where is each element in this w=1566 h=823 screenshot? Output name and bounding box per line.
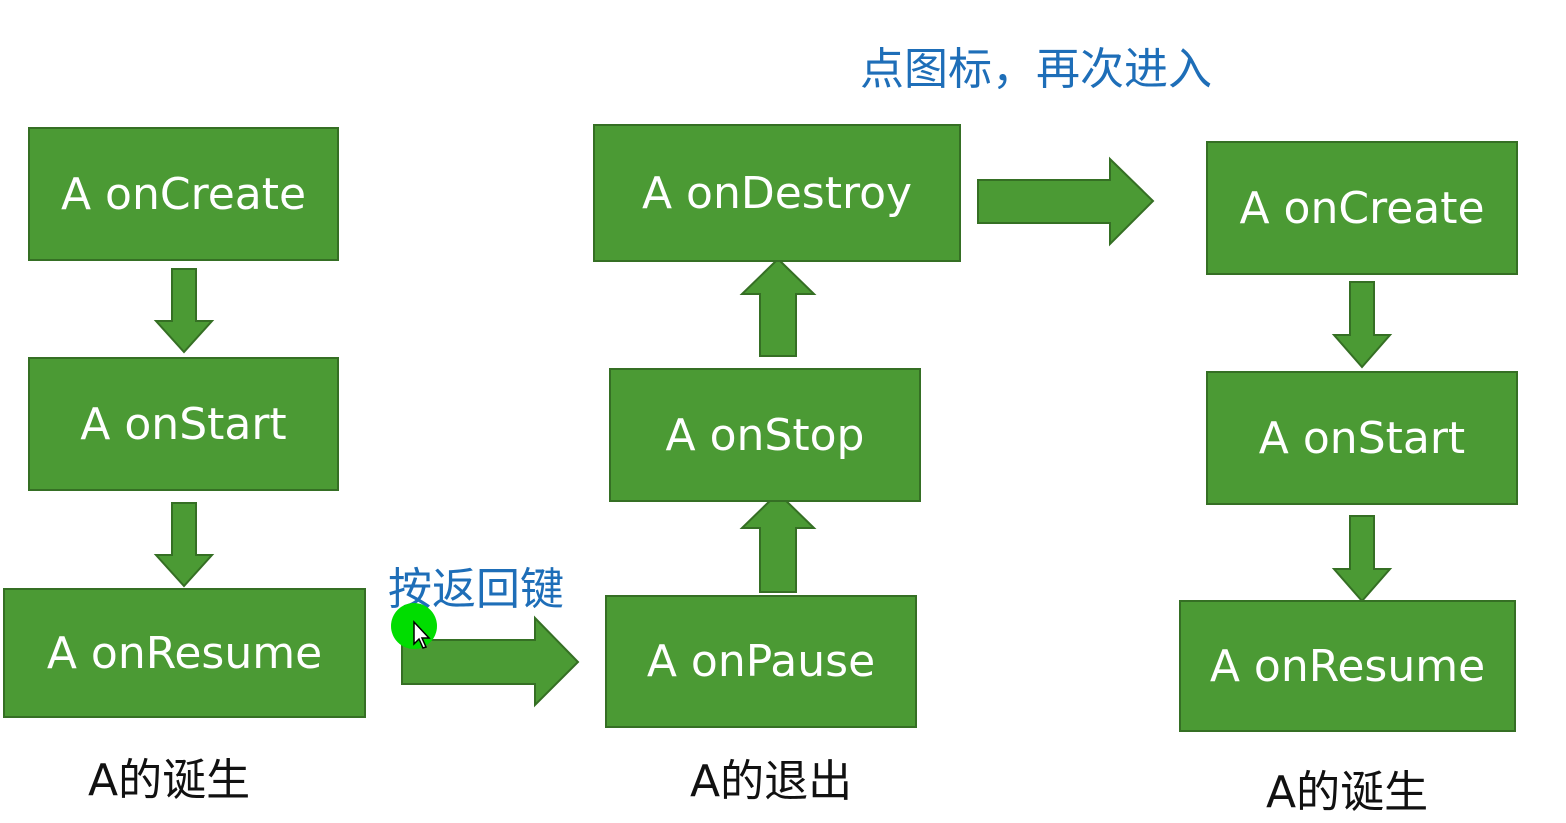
exit-onpause-box: A onPause xyxy=(605,595,917,728)
mouse-pointer-icon xyxy=(413,620,431,649)
exit-ondestroy-box: A onDestroy xyxy=(593,124,961,262)
arrow-down-icon xyxy=(1331,515,1393,603)
birth-onresume-box: A onResume xyxy=(3,588,366,718)
birth-onstart-box: A onStart xyxy=(28,357,339,491)
birth-caption: A的诞生 xyxy=(88,755,251,806)
arrow-down-icon xyxy=(153,502,215,588)
arrow-right-icon xyxy=(977,156,1155,247)
rebirth-onstart-box: A onStart xyxy=(1206,371,1518,505)
exit-onstop-box: A onStop xyxy=(609,368,921,502)
arrow-up-icon xyxy=(739,257,817,357)
rebirth-caption: A的诞生 xyxy=(1266,767,1429,818)
rebirth-onresume-box: A onResume xyxy=(1179,600,1516,732)
exit-caption: A的退出 xyxy=(690,756,853,807)
birth-oncreate-box: A onCreate xyxy=(28,127,339,261)
arrow-down-icon xyxy=(1331,281,1393,369)
arrow-up-icon xyxy=(739,491,817,593)
arrow-right-icon xyxy=(401,615,580,708)
rebirth-oncreate-box: A onCreate xyxy=(1206,141,1518,275)
arrow-down-icon xyxy=(153,268,215,354)
reenter-annotation: 点图标，再次进入 xyxy=(860,44,1212,95)
